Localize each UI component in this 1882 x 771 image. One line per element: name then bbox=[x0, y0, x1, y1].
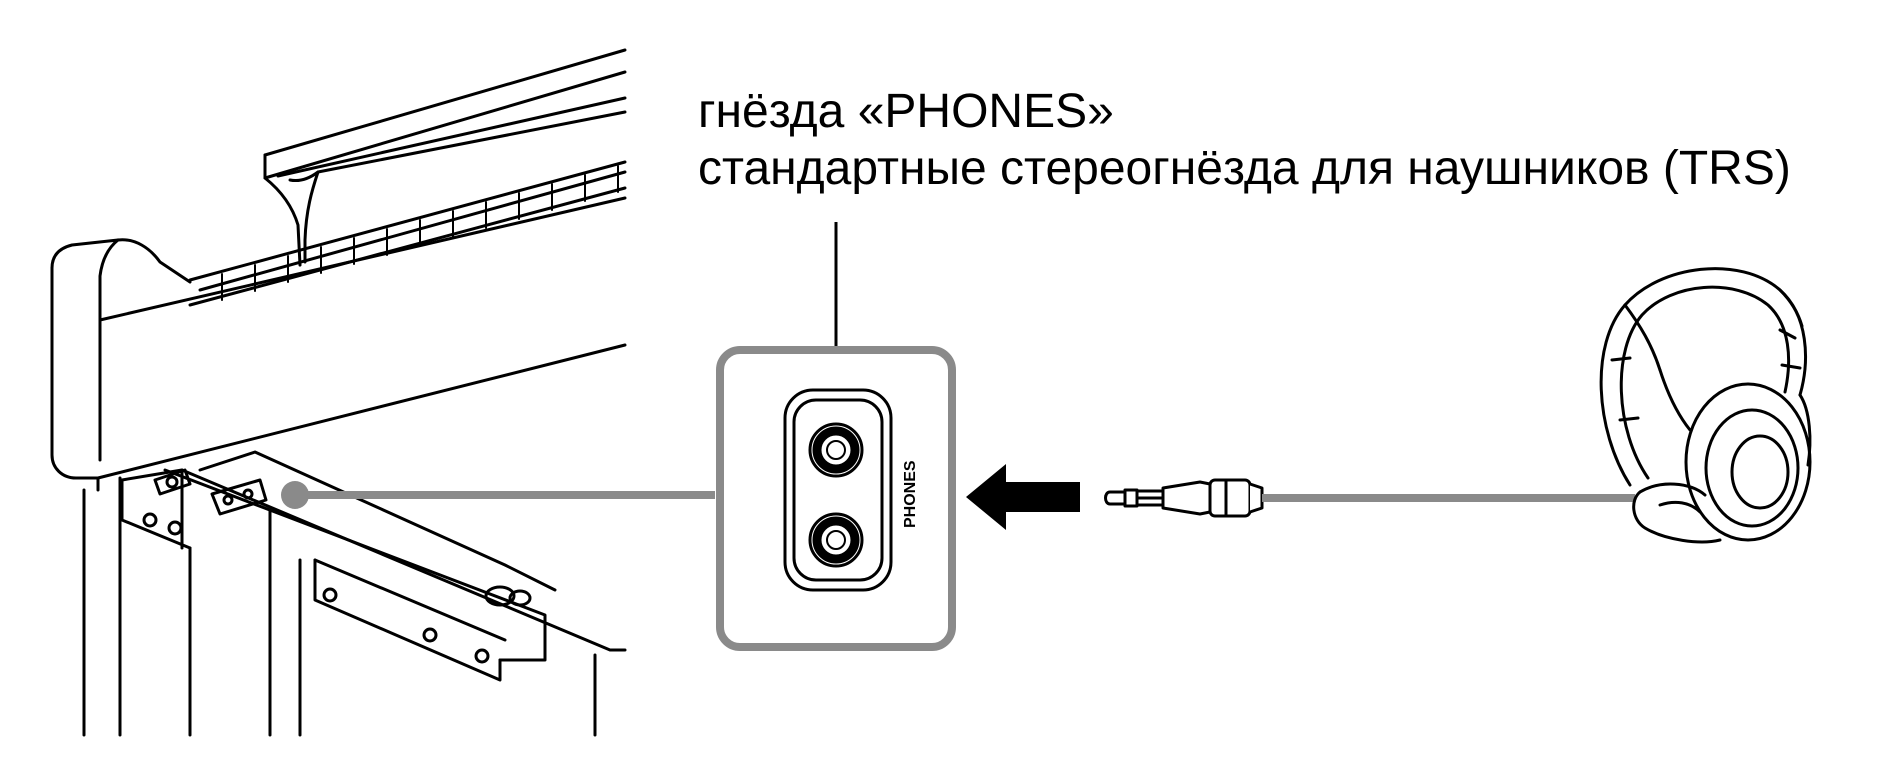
insert-arrow-icon bbox=[966, 464, 1080, 530]
jack-icon bbox=[808, 512, 864, 568]
piano-body-icon bbox=[50, 48, 627, 737]
callout-title: гнёзда «PHONES» bbox=[698, 85, 1114, 138]
plug-icon bbox=[1104, 478, 1264, 518]
headphones-icon bbox=[1599, 267, 1812, 544]
jack-icon bbox=[808, 422, 864, 478]
leader-line bbox=[281, 481, 715, 509]
callout-subtitle: стандартные стереогнёзда для наушников (… bbox=[698, 142, 1791, 195]
jack-panel: PHONES bbox=[716, 346, 956, 651]
jack-label: PHONES bbox=[902, 460, 919, 528]
